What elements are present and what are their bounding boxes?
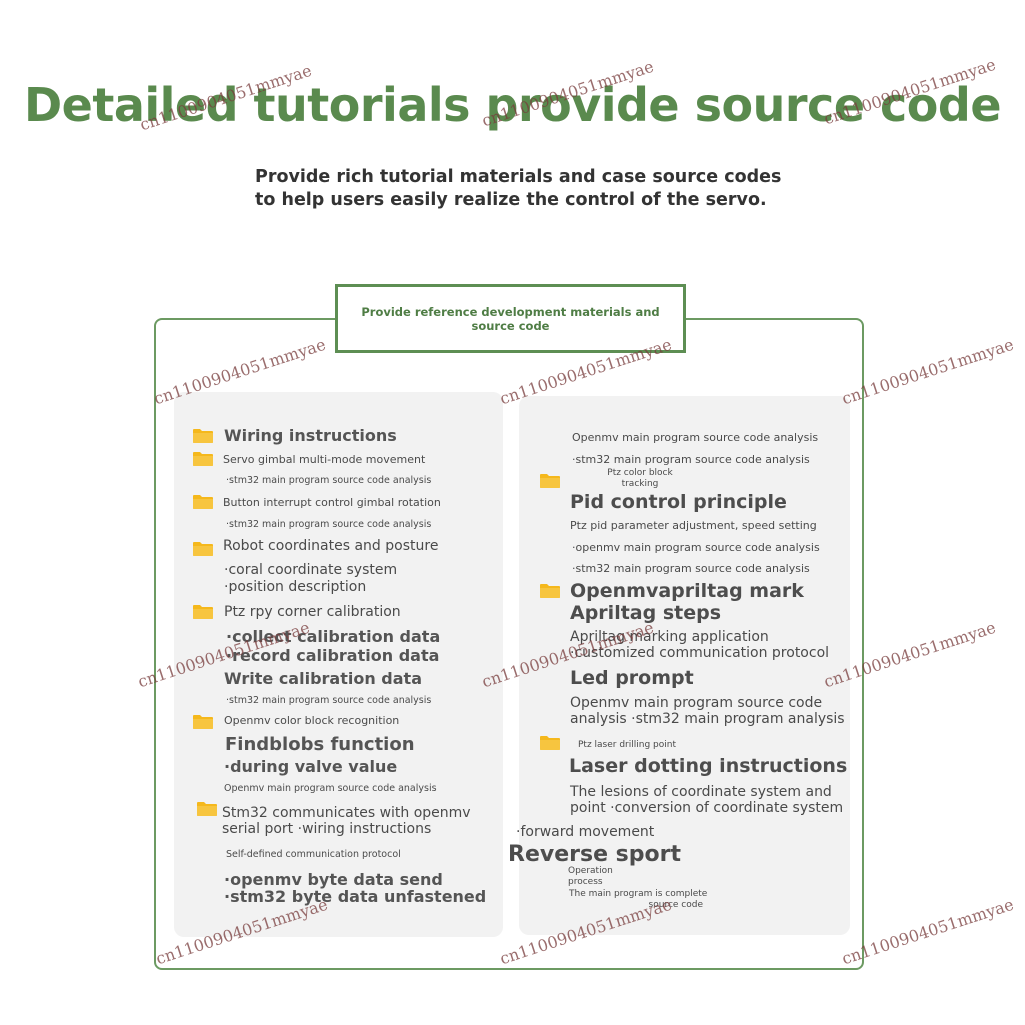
- lesions-line-2: point ·conversion of coordinate system: [570, 800, 844, 816]
- coral-coordinate-system: ·coral coordinate system: [224, 562, 398, 578]
- ptz-color-block-tracking: Ptz color block tracking: [600, 468, 680, 490]
- apriltag-steps: Apriltag steps: [570, 602, 722, 624]
- robot-coordinates: Robot coordinates and posture: [223, 538, 439, 554]
- during-valve-value: ·during valve value: [224, 757, 398, 776]
- laser-dotting-instructions: Laser dotting instructions: [569, 755, 848, 777]
- servo-gimbal-movement: Servo gimbal multi-mode movement: [223, 453, 426, 466]
- folder-icon: [193, 429, 213, 443]
- watermark: cn1100904051mmyae: [839, 334, 1016, 409]
- folder-icon: [197, 802, 217, 816]
- operation-process: Operation process: [568, 866, 613, 888]
- ptz-rpy-calibration: Ptz rpy corner calibration: [224, 604, 401, 620]
- ptz-color-line-2: tracking: [621, 479, 659, 489]
- openmv-led-line-2: analysis ·stm32 main program analysis: [570, 711, 845, 727]
- folder-icon: [540, 584, 560, 598]
- forward-movement: ·forward movement: [516, 824, 655, 840]
- self-defined-protocol: Self-defined communication protocol: [226, 849, 401, 860]
- collect-calibration-data: ·collect calibration data: [226, 627, 441, 646]
- operation-line-2: process: [568, 877, 603, 887]
- button-interrupt: Button interrupt control gimbal rotation: [223, 496, 441, 509]
- pid-control-principle: Pid control principle: [570, 491, 787, 513]
- stm32-analysis-1: ·stm32 main program source code analysis: [226, 475, 432, 486]
- wiring-instructions: Wiring instructions: [224, 426, 397, 445]
- reverse-sport: Reverse sport: [508, 842, 681, 867]
- frame-label: Provide reference development materials …: [335, 284, 686, 353]
- stm32-byte-unfastened: ·stm32 byte data unfastened: [224, 887, 487, 906]
- ptz-pid-adjustment: Ptz pid parameter adjustment, speed sett…: [570, 519, 817, 532]
- folder-icon: [193, 495, 213, 509]
- stm32-analysis-3: ·stm32 main program source code analysis: [226, 695, 432, 706]
- apriltag-marking-application: Apriltag marking application: [570, 629, 769, 645]
- openmv-led-analysis: Openmv main program source code analysis…: [570, 695, 845, 727]
- stm32-source-analysis: ·stm32 main program source code analysis: [572, 562, 810, 575]
- openmv-source-analysis: ·openmv main program source code analysi…: [572, 541, 820, 554]
- page-title: Detailed tutorials provide source code: [23, 78, 1002, 132]
- subtitle-line-1: Provide rich tutorial materials and case…: [255, 167, 782, 187]
- main-program-complete: The main program is complete source code: [569, 889, 708, 911]
- openmv-color-block-recognition: Openmv color block recognition: [224, 714, 400, 727]
- right-panel: [519, 396, 850, 935]
- openmv-main-analysis: Openmv main program source code analysis: [224, 783, 437, 794]
- left-panel: [174, 392, 503, 937]
- complete-line-2: source code: [648, 900, 703, 910]
- led-prompt: Led prompt: [570, 667, 694, 689]
- ptz-laser-drilling-point: Ptz laser drilling point: [578, 740, 676, 750]
- lesions-line-1: The lesions of coordinate system and: [570, 784, 832, 800]
- subtitle-line-2: to help users easily realize the control…: [255, 190, 767, 210]
- write-calibration-data: Write calibration data: [224, 669, 422, 688]
- openmv-apriltag-mark: Openmvapriltag mark: [570, 580, 804, 602]
- stm32-communicates-openmv: Stm32 communicates with openmv serial po…: [222, 805, 471, 837]
- folder-icon: [540, 474, 560, 488]
- operation-line-1: Operation: [568, 866, 613, 876]
- complete-line-1: The main program is complete: [569, 889, 708, 899]
- folder-icon: [193, 605, 213, 619]
- folder-icon: [193, 715, 213, 729]
- stm32-comm-line-2: serial port ·wiring instructions: [222, 821, 432, 837]
- coordinate-system-lesions: The lesions of coordinate system and poi…: [570, 784, 843, 816]
- customized-protocol: ·customized communication protocol: [570, 645, 830, 661]
- position-description: ·position description: [224, 579, 367, 595]
- stm32-main-source-analysis: ·stm32 main program source code analysis: [572, 453, 810, 466]
- openmv-main-source-analysis: Openmv main program source code analysis: [572, 431, 819, 444]
- folder-icon: [193, 452, 213, 466]
- openmv-byte-send: ·openmv byte data send: [224, 870, 443, 889]
- folder-icon: [540, 736, 560, 750]
- findblobs-function: Findblobs function: [225, 734, 415, 755]
- folder-icon: [193, 542, 213, 556]
- watermark: cn1100904051mmyae: [839, 894, 1016, 969]
- ptz-color-line-1: Ptz color block: [607, 468, 673, 478]
- page-subtitle: Provide rich tutorial materials and case…: [255, 166, 815, 212]
- stm32-analysis-2: ·stm32 main program source code analysis: [226, 519, 432, 530]
- record-calibration-data: ·record calibration data: [226, 646, 440, 665]
- stm32-comm-line-1: Stm32 communicates with openmv: [222, 805, 471, 821]
- openmv-led-line-1: Openmv main program source code: [570, 695, 823, 711]
